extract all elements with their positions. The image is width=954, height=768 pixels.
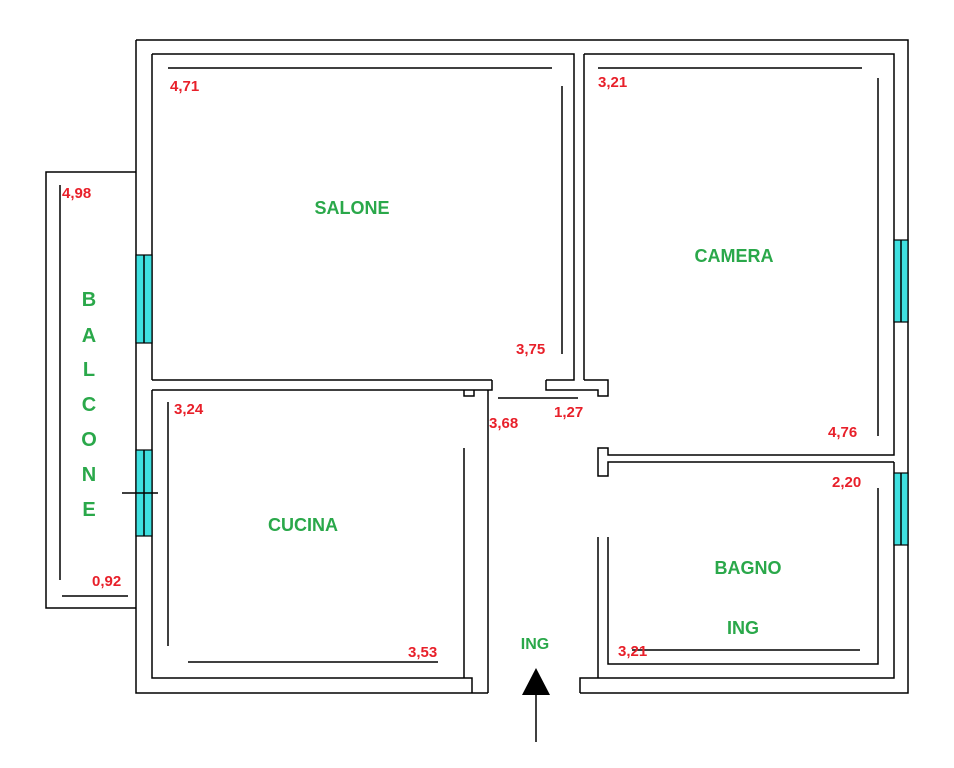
entrance-arrow-icon bbox=[522, 668, 550, 695]
balcone-letter: L bbox=[83, 359, 95, 381]
measure-balcone-length: 4,98 bbox=[62, 185, 91, 202]
measure-corridor-width: 1,27 bbox=[554, 404, 583, 421]
room-label-balcone: B A L C O N E bbox=[81, 289, 97, 521]
balcone-letter: E bbox=[82, 499, 95, 521]
measure-salone-depth: 3,75 bbox=[516, 341, 545, 358]
room-label-camera: CAMERA bbox=[695, 246, 774, 266]
measure-bagno-depth: 2,20 bbox=[832, 474, 861, 491]
room-label-salone: SALONE bbox=[314, 198, 389, 218]
measure-bagno-width: 3,21 bbox=[618, 643, 647, 660]
corridor-stub bbox=[545, 379, 609, 397]
measure-camera-depth: 4,76 bbox=[828, 424, 857, 441]
measure-cucina-width: 3,53 bbox=[408, 644, 437, 661]
balcony-outline bbox=[45, 171, 136, 609]
measure-salone-width: 4,71 bbox=[170, 78, 199, 95]
bagno-inner-left bbox=[607, 488, 879, 665]
corridor-partition bbox=[152, 380, 493, 397]
measure-corridor-length: 3,68 bbox=[489, 415, 518, 432]
salone-wall bbox=[152, 53, 575, 381]
outer-wall bbox=[135, 39, 909, 694]
measure-cucina-depth: 3,24 bbox=[174, 401, 204, 418]
room-label-bagno-ing: ING bbox=[727, 618, 759, 638]
measure-camera-width: 3,21 bbox=[598, 74, 627, 91]
balcone-letter: C bbox=[82, 394, 96, 416]
balcone-letter: O bbox=[81, 429, 97, 451]
room-label-ingresso: ING bbox=[521, 636, 549, 653]
balcone-letter: B bbox=[82, 289, 96, 311]
room-label-bagno: BAGNO bbox=[715, 558, 782, 578]
bagno-wall bbox=[579, 462, 895, 693]
balcone-letter: A bbox=[82, 325, 96, 347]
room-label-cucina: CUCINA bbox=[268, 515, 338, 535]
measure-balcone-width: 0,92 bbox=[92, 573, 121, 590]
outer-wall-inner bbox=[151, 54, 473, 693]
balcone-letter: N bbox=[82, 464, 96, 486]
